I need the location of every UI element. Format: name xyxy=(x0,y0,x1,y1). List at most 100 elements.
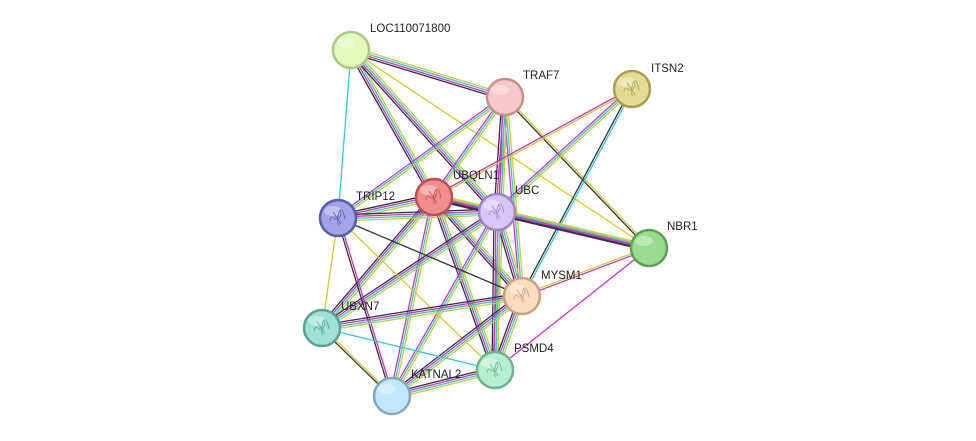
edge-TRAF7-TRIP12[interactable] xyxy=(336,94,507,221)
node-loc110071800[interactable]: LOC110071800 xyxy=(331,23,450,70)
edge-ITSN2-UBQLN1[interactable] xyxy=(433,87,633,199)
edge-strand xyxy=(337,208,497,216)
edge-UBC-PSMD4[interactable] xyxy=(491,211,501,371)
edge-TRIP12-MYSM1[interactable] xyxy=(337,217,523,297)
edge-strand xyxy=(495,87,632,212)
protein-structure-icon xyxy=(488,203,505,220)
edge-strand xyxy=(338,98,507,221)
edge-UBQLN1-KATNAL2[interactable] xyxy=(389,196,437,397)
edge-strand xyxy=(323,213,500,332)
node-highlight xyxy=(618,77,636,87)
edge-strand xyxy=(336,94,505,217)
edge-strand xyxy=(497,208,650,246)
edge-UBQLN1-NBR1[interactable] xyxy=(433,194,650,251)
node-label: ITSN2 xyxy=(651,63,684,75)
edge-strand xyxy=(336,218,392,397)
protein-structure-icon xyxy=(313,319,330,336)
edge-strand xyxy=(322,298,523,332)
edge-strand xyxy=(434,196,497,370)
edge-LOC110071800-TRIP12[interactable] xyxy=(337,49,352,219)
edge-strand xyxy=(347,51,432,199)
edge-strand xyxy=(389,293,521,395)
node-psmd4[interactable]: PSMD4 xyxy=(475,343,554,390)
edge-ITSN2-MYSM1[interactable] xyxy=(520,88,634,297)
edge-strand xyxy=(497,210,650,248)
node-circle xyxy=(502,276,542,316)
edge-strand xyxy=(389,196,433,396)
node-label: UBC xyxy=(515,185,539,197)
edge-LOC110071800-TRAF7[interactable] xyxy=(349,46,507,101)
edge-strand xyxy=(351,48,499,212)
edge-strand xyxy=(522,248,650,298)
edge-strand xyxy=(348,51,496,215)
edge-strand xyxy=(431,95,504,197)
edge-strand xyxy=(390,294,522,396)
edge-strand xyxy=(494,247,650,371)
edge-strand xyxy=(321,292,522,326)
edge-ITSN2-UBC[interactable] xyxy=(495,87,634,214)
edge-strand xyxy=(432,197,495,371)
node-circle xyxy=(331,30,371,70)
node-highlight xyxy=(308,316,326,326)
edge-strand xyxy=(497,212,501,371)
edge-strand xyxy=(350,50,505,99)
edge-strand xyxy=(430,197,493,372)
node-katnal2[interactable]: KATNAL2 xyxy=(372,369,461,416)
edge-UBC-UBXN7[interactable] xyxy=(319,208,500,332)
edge-strand xyxy=(496,214,649,252)
edge-strand xyxy=(522,89,634,297)
node-label: KATNAL2 xyxy=(411,369,461,381)
edge-strand xyxy=(321,327,496,371)
node-circle xyxy=(302,308,342,348)
node-nbr1[interactable]: NBR1 xyxy=(629,221,698,268)
edge-UBXN7-PSMD4[interactable] xyxy=(321,327,496,371)
edge-UBC-TRIP12[interactable] xyxy=(337,208,498,222)
node-highlight xyxy=(378,384,396,394)
edge-MYSM1-KATNAL2[interactable] xyxy=(389,293,525,399)
edge-UBC-NBR1[interactable] xyxy=(496,208,650,252)
edge-TRIP12-PSMD4[interactable] xyxy=(337,217,496,371)
edge-strand xyxy=(319,208,496,327)
edge-MYSM1-UBXN7[interactable] xyxy=(321,292,523,332)
edge-strand xyxy=(352,47,500,211)
protein-structure-icon xyxy=(623,80,640,97)
edge-strand xyxy=(338,217,394,396)
node-ubxn7[interactable]: UBXN7 xyxy=(302,301,379,348)
edge-strand xyxy=(496,212,649,250)
node-ubc[interactable]: UBC xyxy=(477,185,539,232)
node-mysm1[interactable]: MYSM1 xyxy=(502,270,582,316)
edge-TRIP12-KATNAL2[interactable] xyxy=(336,217,394,397)
node-traf7[interactable]: TRAF7 xyxy=(485,70,559,117)
edge-strand xyxy=(349,52,505,101)
node-circle xyxy=(485,77,525,117)
node-itsn2[interactable]: ITSN2 xyxy=(612,63,684,109)
node-label: UBXN7 xyxy=(341,301,379,313)
edge-strand xyxy=(391,196,435,397)
edge-LOC110071800-UBC[interactable] xyxy=(348,47,500,215)
edge-strand xyxy=(433,87,632,197)
edge-strand xyxy=(349,50,434,198)
edge-strand xyxy=(496,88,633,213)
edge-strand xyxy=(322,296,523,330)
edge-TRAF7-UBQLN1[interactable] xyxy=(431,95,508,199)
node-ubqln1[interactable]: UBQLN1 xyxy=(414,170,499,217)
node-circle xyxy=(477,192,517,232)
node-highlight xyxy=(337,38,355,48)
edge-strand xyxy=(491,211,495,370)
edge-UBQLN1-PSMD4[interactable] xyxy=(430,195,499,372)
edge-strand xyxy=(497,89,634,214)
node-circle xyxy=(629,228,669,268)
node-circle xyxy=(475,350,515,390)
edge-strand xyxy=(351,46,507,95)
edge-MYSM1-NBR1[interactable] xyxy=(521,246,650,298)
edge-NBR1-PSMD4[interactable] xyxy=(494,247,650,371)
protein-structure-icon xyxy=(513,287,530,304)
node-highlight xyxy=(508,284,526,294)
protein-structure-icon xyxy=(486,361,503,378)
edge-strand xyxy=(503,97,649,250)
edge-TRAF7-NBR1[interactable] xyxy=(503,95,651,250)
edge-strand xyxy=(436,195,499,370)
edge-strand xyxy=(321,294,522,328)
node-trip12[interactable]: TRIP12 xyxy=(318,191,395,238)
